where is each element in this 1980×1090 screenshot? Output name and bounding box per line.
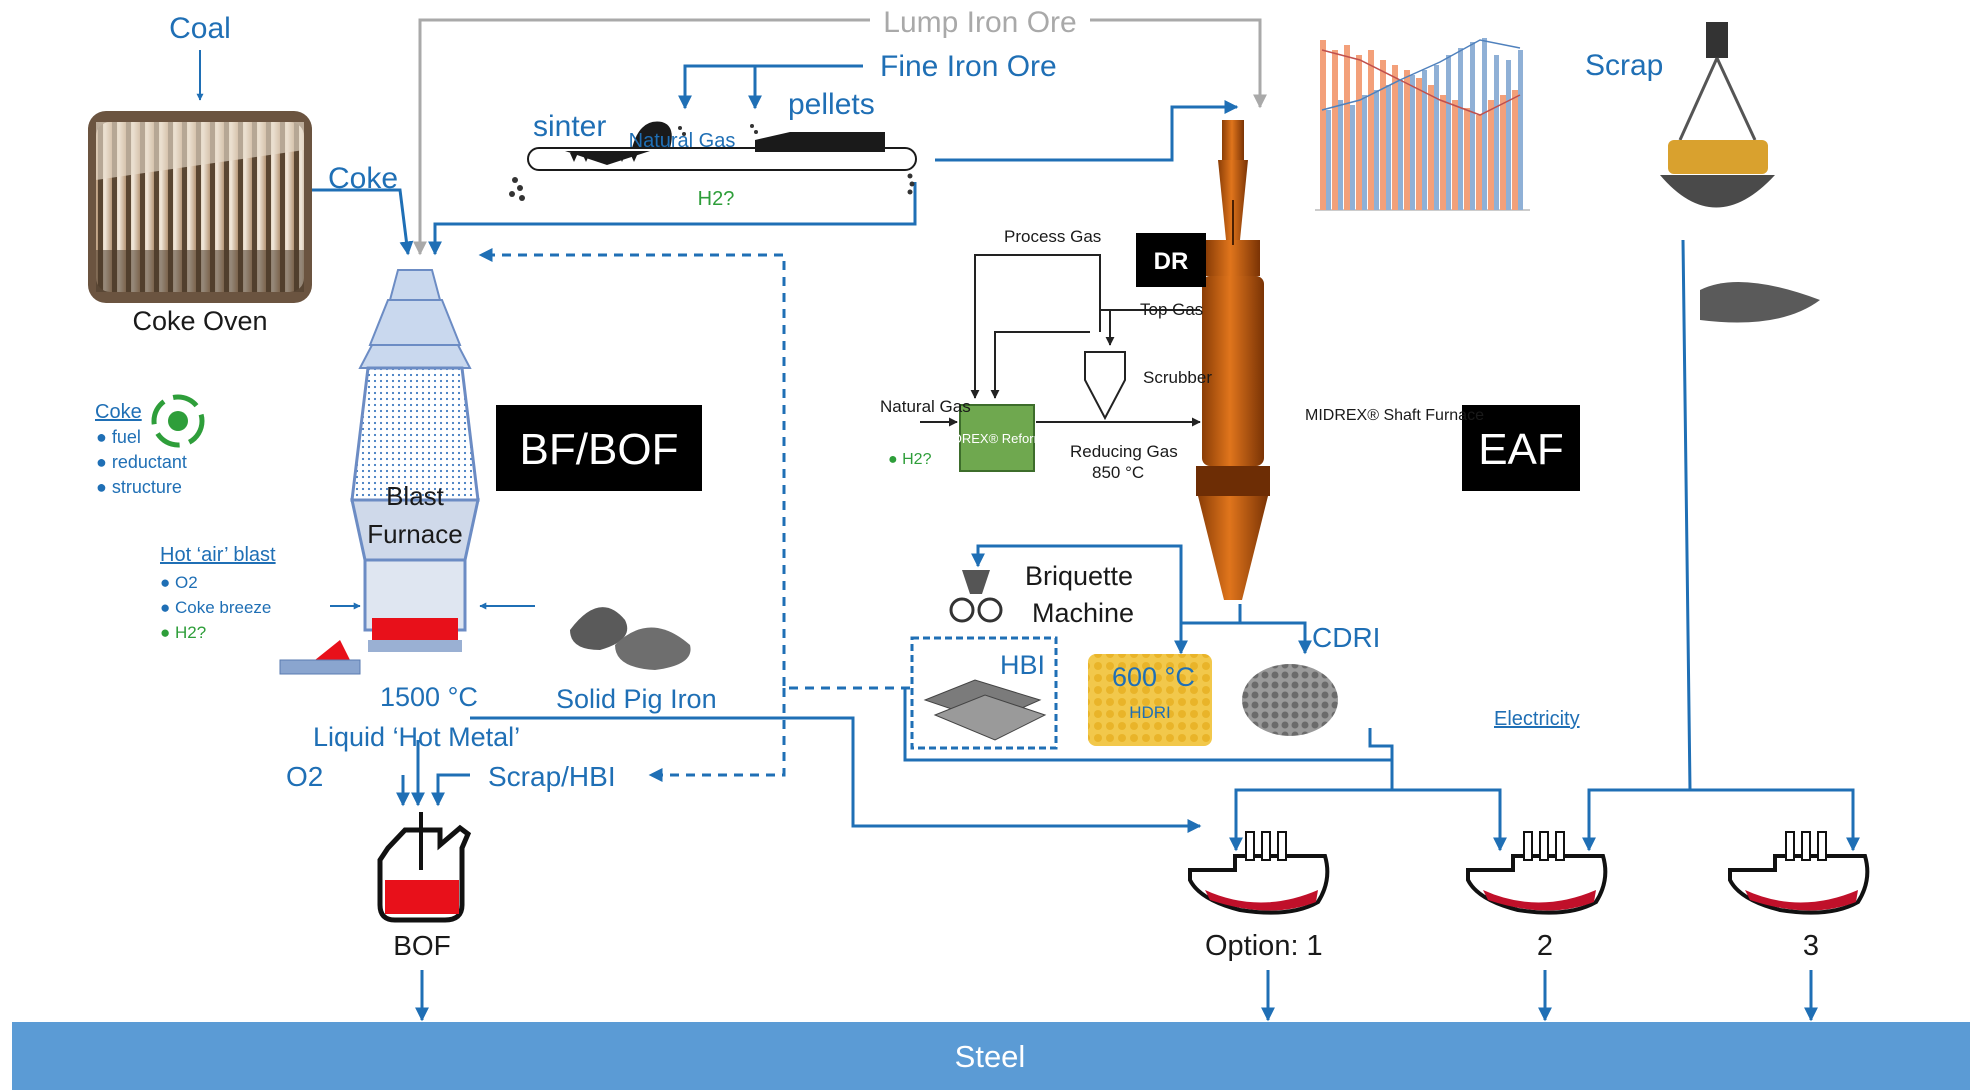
recycle-icon bbox=[151, 394, 205, 448]
hdri-to-briquette bbox=[971, 544, 1183, 623]
dri-to-eafs bbox=[1229, 786, 1394, 852]
coke-arrow bbox=[300, 188, 414, 256]
midrex-process bbox=[920, 254, 1201, 427]
bf-bof-route-label: BF/BOF bbox=[520, 425, 679, 474]
natural-gas-label: Natural Gas bbox=[629, 130, 736, 152]
hbi-box bbox=[910, 636, 1058, 750]
hot-blast-coke-breeze: ● Coke breeze bbox=[160, 598, 271, 617]
midrex-h2-label: ● H2? bbox=[888, 451, 932, 468]
shaft-furnace-label: MIDREX® Shaft Furnace bbox=[1305, 407, 1484, 424]
hdri-label: HDRI bbox=[1129, 703, 1171, 722]
fine-ore-line bbox=[678, 64, 863, 110]
coke-role-2: ● reductant bbox=[96, 452, 187, 472]
eaf-share-chart-thumbnail bbox=[1305, 15, 1543, 260]
dr-label-box bbox=[1136, 233, 1206, 287]
agglomerate-to-bf bbox=[428, 182, 917, 256]
fine-iron-ore-label: Fine Iron Ore bbox=[880, 50, 1057, 83]
o2-label: O2 bbox=[286, 761, 323, 792]
reducing-gas-label: Reducing Gas bbox=[1070, 442, 1178, 461]
top-gas-label: Top Gas bbox=[1140, 300, 1203, 319]
blast-furnace-label-2: Furnace bbox=[367, 519, 462, 549]
eaf-vessel-2 bbox=[1466, 831, 1608, 915]
pellets-to-dr bbox=[935, 100, 1239, 162]
hot-blast-o2: ● O2 bbox=[160, 573, 198, 592]
sinter-pellet-conveyor bbox=[509, 121, 917, 201]
eaf-vessel-3 bbox=[1728, 831, 1870, 915]
scrubber bbox=[1084, 351, 1126, 421]
flow-lines bbox=[196, 50, 1860, 1022]
eaf-route-label: EAF bbox=[1478, 425, 1564, 474]
electricity-label: Electricity bbox=[1494, 708, 1580, 730]
coke-role-1: ● fuel bbox=[96, 427, 141, 447]
briquette-label-1: Briquette bbox=[1025, 561, 1133, 591]
coke-label: Coke bbox=[328, 162, 398, 195]
lump-ore-lines bbox=[413, 18, 1267, 256]
eaf-option-3-label: 3 bbox=[1803, 930, 1819, 962]
scrap-to-eafs bbox=[1582, 239, 1692, 852]
midrex-natural-gas-label: Natural Gas bbox=[880, 397, 971, 416]
shaft-furnace-image bbox=[1196, 120, 1270, 600]
pig-iron-image bbox=[570, 607, 691, 670]
lump-iron-ore-label: Lump Iron Ore bbox=[883, 6, 1076, 39]
briquette-machine-icon bbox=[949, 570, 1003, 623]
coke-role-3: ● structure bbox=[96, 477, 182, 497]
hot-blast-title: Hot ‘air’ blast bbox=[160, 544, 276, 566]
coke-oven-image bbox=[88, 111, 312, 303]
conveyor-h2-label: H2? bbox=[698, 188, 735, 210]
eaf-vessel-1 bbox=[1188, 831, 1330, 915]
blast-furnace-label-1: Blast bbox=[386, 481, 445, 511]
scrap-hbi-dashed bbox=[648, 688, 786, 782]
eaf-option-2-label: 2 bbox=[1537, 930, 1553, 962]
eaf-option-1-label: Option: 1 bbox=[1205, 930, 1323, 962]
briquette-label-2: Machine bbox=[1032, 598, 1134, 628]
hbi-label: HBI bbox=[1000, 650, 1045, 680]
hot-blast-h2: ● H2? bbox=[160, 623, 206, 642]
scrap-hbi-label: Scrap/HBI bbox=[488, 761, 616, 792]
scrubber-label: Scrubber bbox=[1143, 368, 1212, 387]
steel-label: Steel bbox=[955, 1039, 1026, 1074]
solid-pig-iron-label: Solid Pig Iron bbox=[556, 684, 717, 714]
reformer-label: MIDREX® Reformer bbox=[938, 431, 1057, 446]
coke-oven-label: Coke Oven bbox=[132, 306, 267, 336]
bof-label: BOF bbox=[393, 930, 451, 961]
eaf-label-box bbox=[1462, 405, 1580, 491]
dr-route-label: DR bbox=[1154, 248, 1189, 275]
pig-iron-to-eaf bbox=[470, 716, 1202, 833]
sinter-label: sinter bbox=[533, 110, 606, 143]
scrap-magnet-image bbox=[1660, 22, 1820, 323]
reducing-gas-temp: 850 °C bbox=[1092, 463, 1144, 482]
hdri-temp-label: 600 °C bbox=[1112, 662, 1195, 692]
coal-label: Coal bbox=[169, 12, 231, 45]
pellets-label: pellets bbox=[788, 88, 875, 121]
hbi-dashed-return bbox=[478, 248, 910, 690]
hbi-image bbox=[923, 679, 1047, 741]
scrap-label: Scrap bbox=[1585, 49, 1663, 82]
process-gas-label: Process Gas bbox=[1004, 227, 1101, 246]
steel-bar bbox=[12, 1022, 1970, 1090]
bof-vessel-icon bbox=[377, 812, 472, 923]
cdri-image bbox=[1242, 664, 1338, 736]
liquid-hot-metal-label: Liquid ‘Hot Metal’ bbox=[313, 722, 520, 752]
bf-temperature: 1500 °C bbox=[380, 682, 478, 712]
reformer-box bbox=[959, 404, 1035, 472]
cdri-label: CDRI bbox=[1312, 622, 1380, 653]
blast-furnace-image bbox=[279, 269, 480, 675]
hdri-pellets-image bbox=[1088, 654, 1212, 746]
scrap-hbi-arrow bbox=[431, 773, 470, 807]
bf-bof-label-box bbox=[496, 405, 702, 491]
coke-roles-title: Coke bbox=[95, 401, 142, 423]
